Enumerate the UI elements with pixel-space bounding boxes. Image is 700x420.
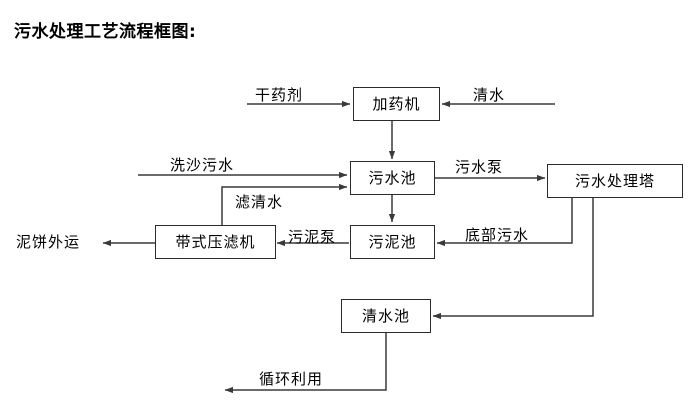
node-dosing-machine-label: 加药机 bbox=[372, 94, 421, 113]
edge-filtered-water bbox=[221, 183, 348, 226]
label-filtered-water: 滤清水 bbox=[235, 193, 284, 211]
label-mud-cake-out: 泥饼外运 bbox=[16, 233, 81, 251]
node-sludge-pool-label: 污泥池 bbox=[368, 232, 417, 251]
label-bottom-sewage: 底部污水 bbox=[465, 226, 530, 244]
label-clean-water: 清水 bbox=[473, 86, 506, 104]
node-clear-water-pool-label: 清水池 bbox=[361, 306, 410, 325]
node-sewage-treatment-tower[interactable]: 污水处理塔 bbox=[547, 164, 683, 198]
edge-recycle-use bbox=[224, 333, 387, 394]
node-sewage-pool[interactable]: 污水池 bbox=[350, 161, 435, 195]
edge-bottom-sewage bbox=[436, 198, 573, 247]
node-sewage-pool-label: 污水池 bbox=[368, 168, 417, 187]
node-clear-water-pool[interactable]: 清水池 bbox=[341, 299, 431, 333]
node-belt-filter-press-label: 带式压滤机 bbox=[175, 232, 256, 251]
node-sewage-treatment-tower-label: 污水处理塔 bbox=[574, 171, 655, 190]
label-sludge-pump: 污泥泵 bbox=[288, 228, 337, 246]
label-dry-agent: 干药剂 bbox=[255, 86, 304, 104]
label-recycle-use: 循环利用 bbox=[259, 370, 324, 388]
page-title: 污水处理工艺流程框图: bbox=[14, 22, 197, 42]
node-belt-filter-press[interactable]: 带式压滤机 bbox=[155, 225, 276, 259]
label-sewage-pump: 污水泵 bbox=[455, 158, 504, 176]
node-dosing-machine[interactable]: 加药机 bbox=[353, 87, 440, 121]
label-sand-wash-sewage: 洗沙污水 bbox=[170, 156, 235, 174]
edge-tower-to-clear-pool bbox=[432, 198, 594, 320]
node-sludge-pool[interactable]: 污泥池 bbox=[350, 225, 435, 259]
